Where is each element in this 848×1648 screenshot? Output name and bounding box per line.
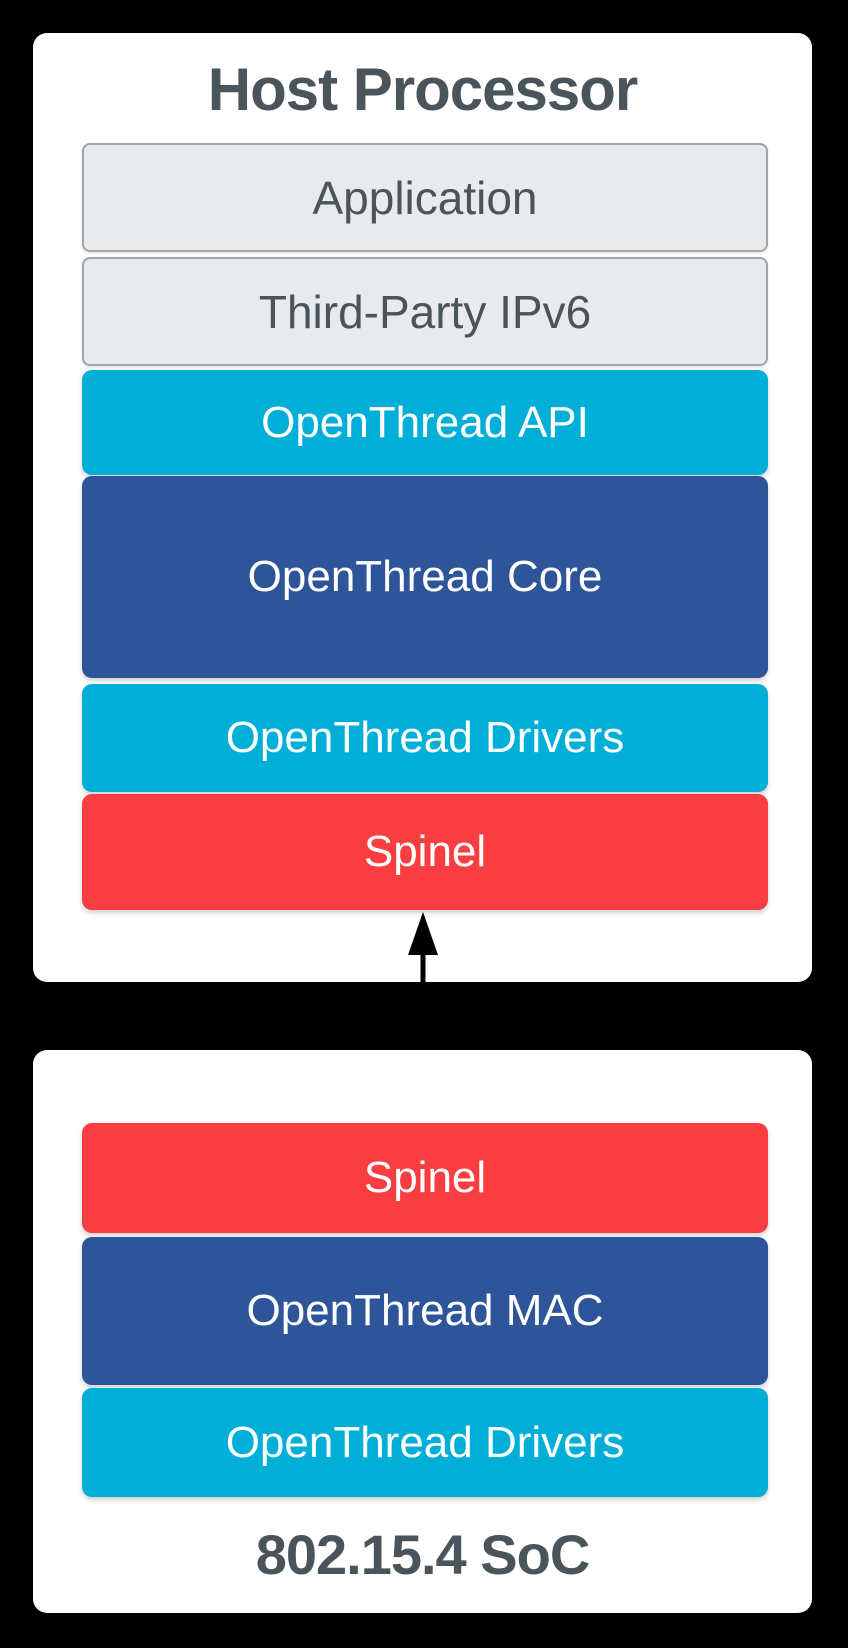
layer-third-party-ipv6: Third-Party IPv6 [82,257,768,366]
layer-openthread-mac: OpenThread MAC [82,1237,768,1385]
host-processor-stack: Application Third-Party IPv6 OpenThread … [82,143,768,910]
host-processor-card: Host Processor Application Third-Party I… [33,33,812,982]
soc-stack: Spinel OpenThread MAC OpenThread Drivers [82,1123,768,1497]
layer-spinel-soc: Spinel [82,1123,768,1233]
layer-openthread-drivers-host: OpenThread Drivers [82,684,768,792]
host-processor-title: Host Processor [207,56,639,123]
layer-openthread-drivers-soc: OpenThread Drivers [82,1388,768,1497]
layer-openthread-core: OpenThread Core [82,476,768,678]
soc-card: Spinel OpenThread MAC OpenThread Drivers… [33,1050,812,1613]
layer-openthread-api: OpenThread API [82,370,768,475]
layer-application: Application [82,143,768,252]
layer-spinel-host: Spinel [82,794,768,910]
soc-title: 802.15.4 SoC [255,1523,591,1586]
